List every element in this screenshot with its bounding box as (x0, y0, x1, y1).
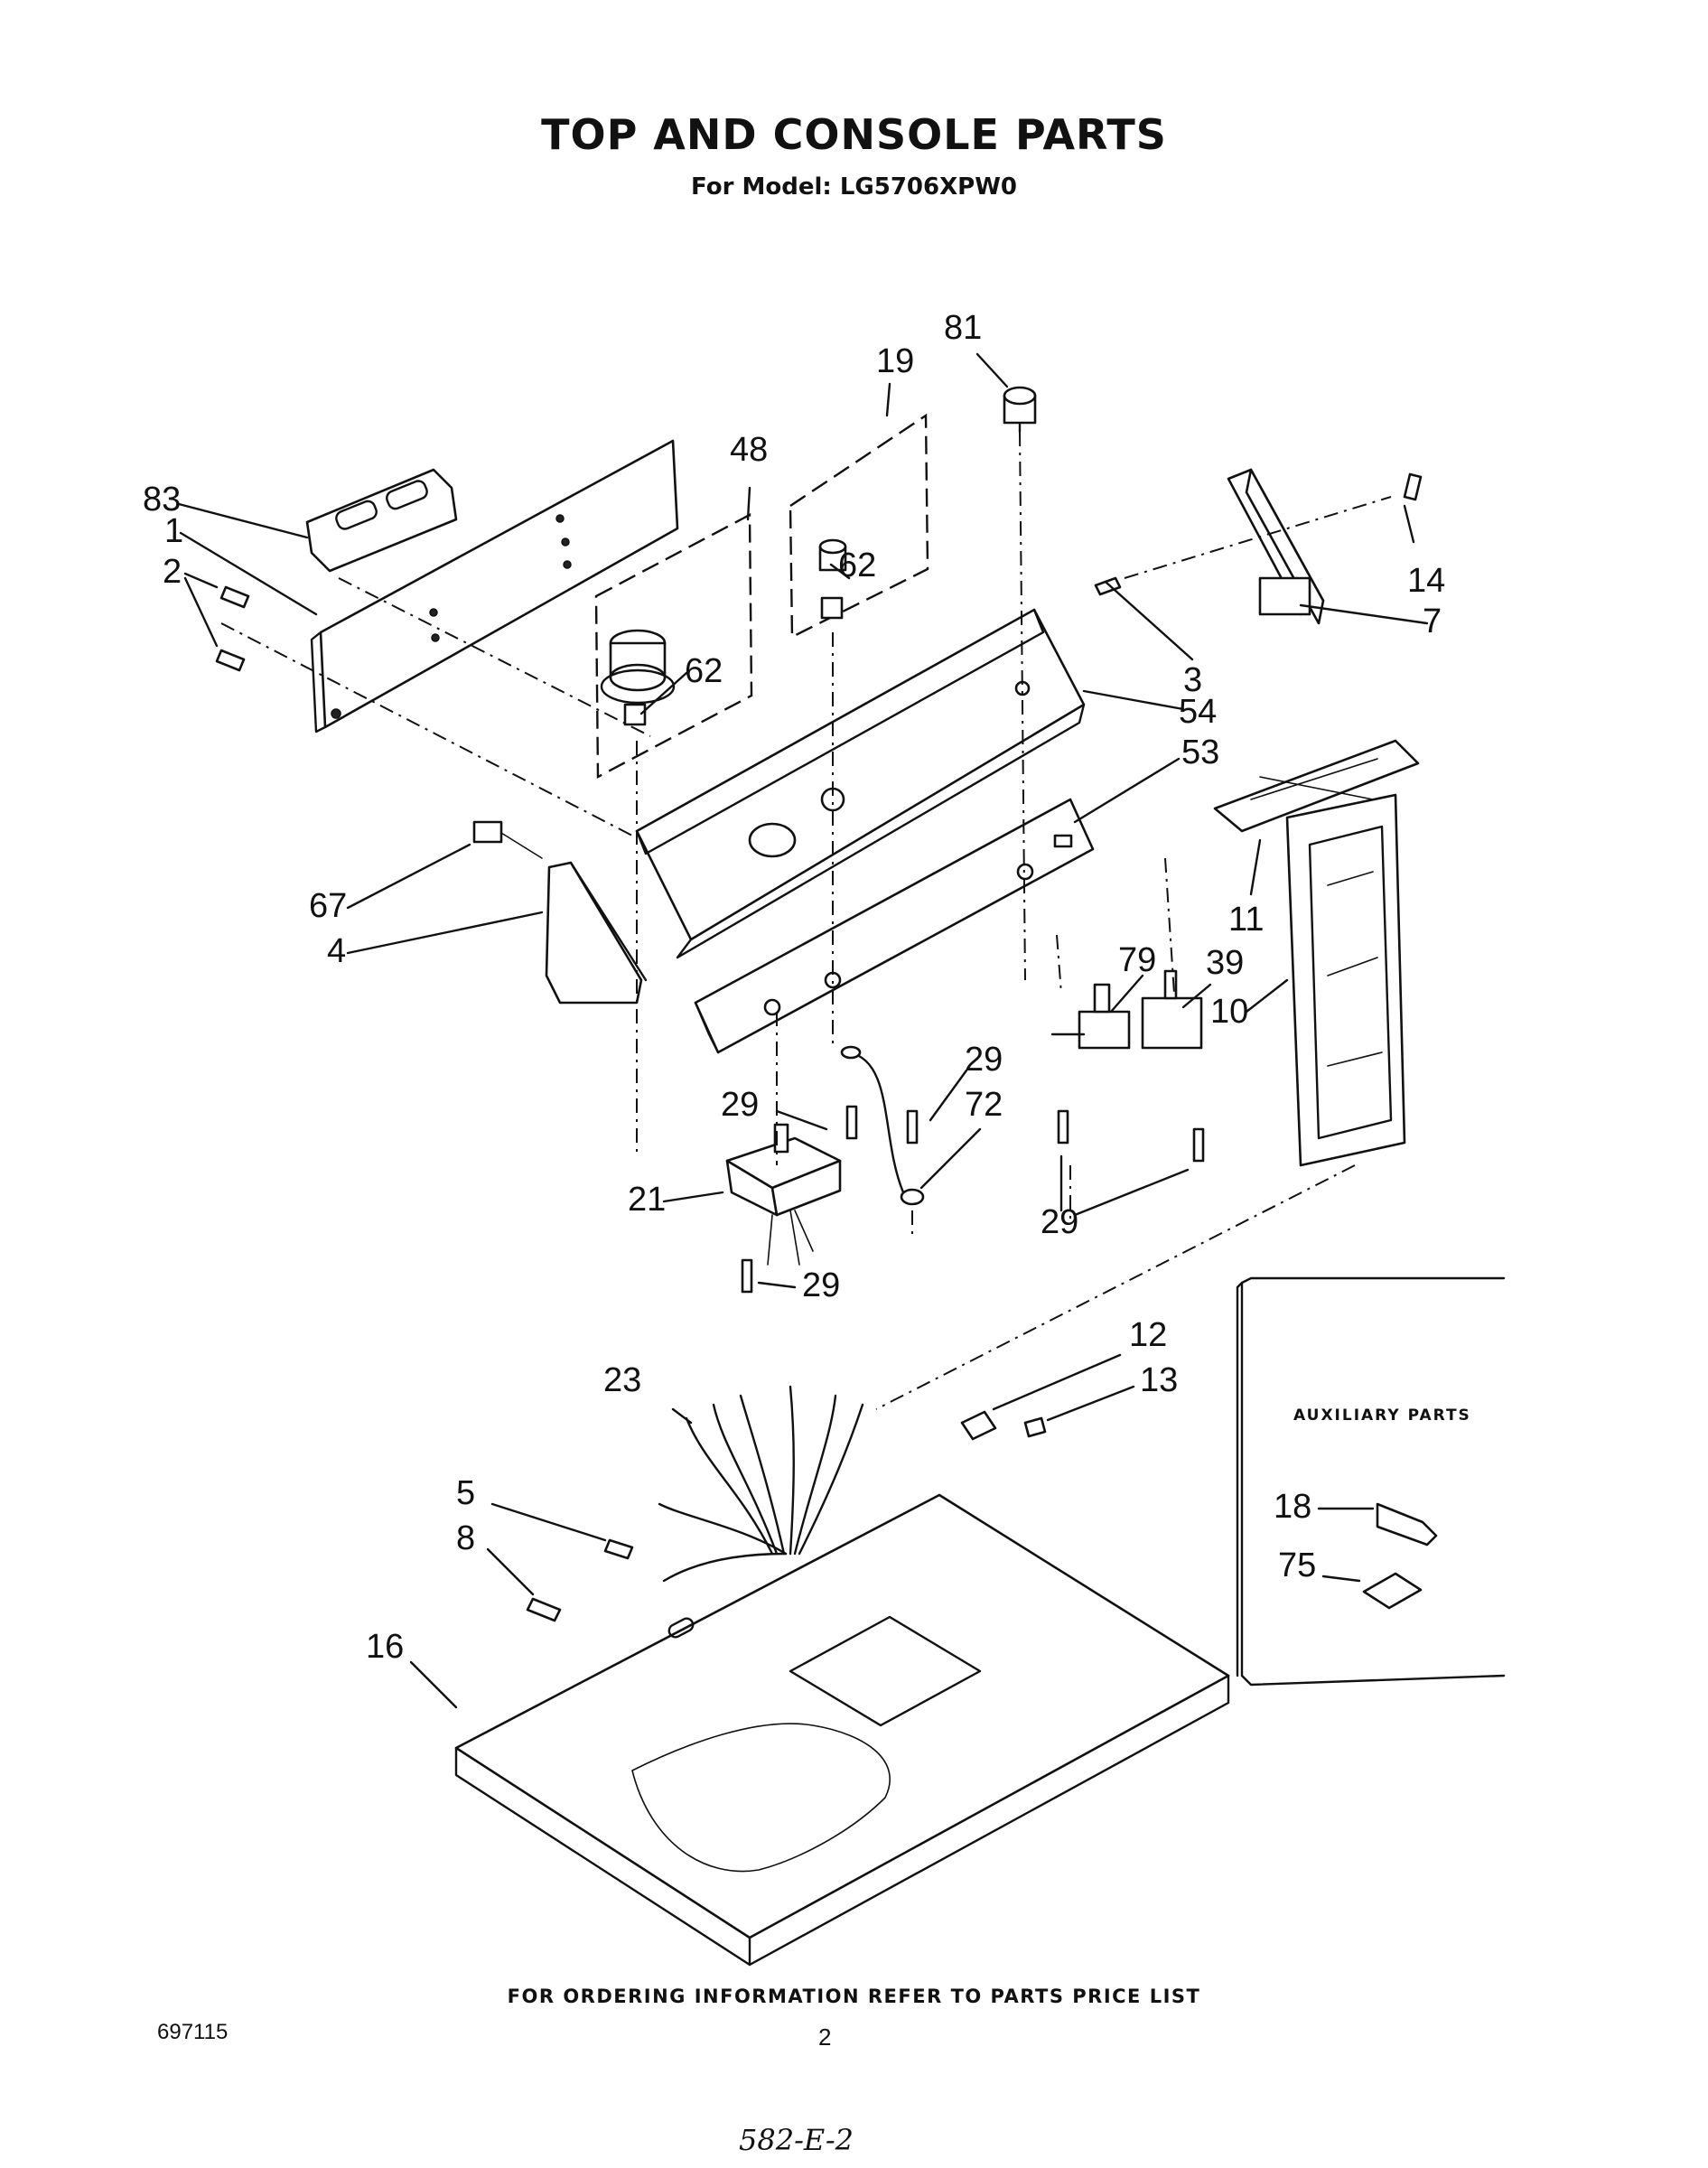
callout-53: 53 (1181, 734, 1219, 771)
callout-81: 81 (944, 309, 982, 347)
callout-12: 12 (1129, 1316, 1167, 1354)
ground-wire (840, 1045, 925, 1206)
callout-19: 19 (876, 342, 914, 380)
selector-knob (1003, 386, 1037, 434)
callout-7: 7 (1423, 603, 1442, 640)
callout-arrows (177, 352, 1429, 1709)
assembly-leader-lines (220, 431, 1392, 1410)
auxiliary-parts-label: AUXILIARY PARTS (1293, 1406, 1471, 1425)
callout-29-left: 29 (721, 1086, 759, 1124)
control-housing (1094, 468, 1423, 625)
screws-29 (741, 1105, 1205, 1294)
model-subtitle: For Model: LG5706XPW0 (691, 173, 1017, 201)
callout-3: 3 (1183, 661, 1202, 699)
side-trim-cover (545, 861, 648, 1005)
callout-75: 75 (1278, 1547, 1316, 1584)
callout-29-right: 29 (965, 1041, 1003, 1079)
page-title: TOP AND CONSOLE PARTS (541, 110, 1167, 159)
callout-1: 1 (164, 512, 183, 550)
lint-screen-cover (1213, 739, 1420, 833)
callout-10: 10 (1210, 993, 1248, 1031)
lint-screen-frame (1285, 793, 1406, 1167)
selector-switch (1141, 969, 1203, 1050)
document-number: 697115 (157, 2020, 229, 2044)
console-back-panel (310, 439, 679, 734)
clip-8 (526, 1597, 562, 1622)
push-to-start-knob-assembly (789, 413, 929, 639)
callout-16: 16 (366, 1628, 404, 1666)
callout-23: 23 (603, 1361, 641, 1399)
callout-62-upper: 62 (838, 547, 876, 584)
callout-8: 8 (456, 1519, 475, 1557)
callout-13: 13 (1140, 1361, 1178, 1399)
push-switch (1050, 983, 1131, 1050)
ordering-note: FOR ORDERING INFORMATION REFER TO PARTS … (507, 1986, 1201, 2007)
callout-2: 2 (163, 553, 182, 591)
screw-pair (215, 585, 250, 672)
callout-29-bottom: 29 (1041, 1203, 1078, 1241)
callout-62-lower: 62 (685, 652, 723, 690)
callout-4: 4 (327, 932, 346, 970)
dryer-top-panel (454, 1493, 1230, 1967)
callout-labels: 81 19 48 83 1 2 62 62 14 7 3 54 53 67 4 … (143, 309, 1471, 1666)
harness-clips (960, 1410, 1047, 1441)
wiring-harness (658, 1385, 864, 1583)
callout-54: 54 (1179, 693, 1217, 731)
timer-motor (725, 1123, 842, 1266)
end-cap-bracket (305, 468, 458, 573)
page-number: 2 (818, 2023, 832, 2051)
auxiliary-parts-box (1236, 1276, 1506, 1687)
timer-knob-assembly (594, 513, 753, 779)
callout-67: 67 (309, 887, 347, 925)
callout-29-timer: 29 (802, 1266, 840, 1304)
callout-79: 79 (1118, 941, 1156, 979)
callout-14: 14 (1407, 562, 1445, 600)
wire-connector-67 (472, 820, 543, 859)
handwritten-note: 582-E-2 (739, 2123, 854, 2157)
screw-5 (603, 1538, 634, 1560)
callout-48: 48 (730, 431, 768, 469)
callout-83: 83 (143, 481, 181, 519)
callout-39: 39 (1206, 944, 1244, 982)
callout-11: 11 (1228, 901, 1264, 939)
callout-21: 21 (628, 1181, 666, 1219)
callout-5: 5 (456, 1474, 475, 1512)
callout-72: 72 (965, 1086, 1003, 1124)
callout-18: 18 (1274, 1488, 1311, 1526)
